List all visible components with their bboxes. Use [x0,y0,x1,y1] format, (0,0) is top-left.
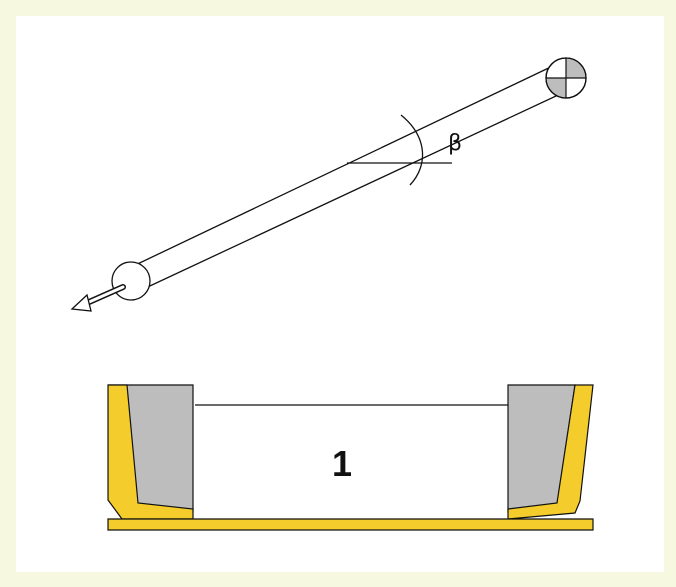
right-yellow-wall [507,384,594,520]
angle-indicator: β [347,114,462,186]
rope-line [126,63,558,270]
cross-section: 1 [107,384,594,531]
pulley-quadrant-bottom-left [546,78,566,98]
rope-assembly: β [70,57,587,312]
arrow-icon [70,293,92,312]
rope-lower-line [136,88,572,293]
angle-label: β [448,131,462,156]
yellow-base-plate [107,518,594,531]
top-pulley [545,57,587,99]
section-number-label: 1 [332,443,352,484]
left-yellow-wall [107,384,194,520]
circle-icon [111,261,151,301]
section-interior [195,405,508,521]
crosshair-circle-icon [545,57,587,99]
pulley-quadrant-top-right [566,58,586,78]
angle-arc [400,114,424,186]
pull-direction-arrow [70,284,126,312]
bottom-pulley [111,261,151,301]
